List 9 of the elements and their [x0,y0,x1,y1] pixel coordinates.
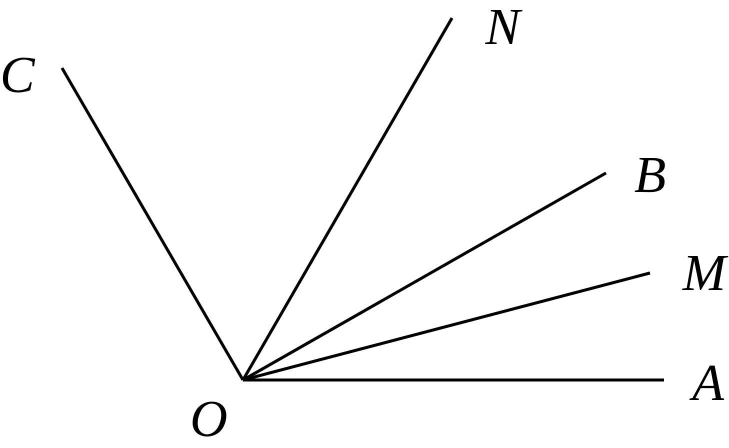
ray-line [60,67,244,381]
point-label: A [692,358,724,410]
point-label: M [682,248,726,300]
ray-line [243,378,664,382]
ray-line [242,17,454,381]
point-label: O [190,394,228,446]
point-label: N [485,2,520,54]
point-label: B [634,150,666,202]
point-label: C [0,50,35,102]
